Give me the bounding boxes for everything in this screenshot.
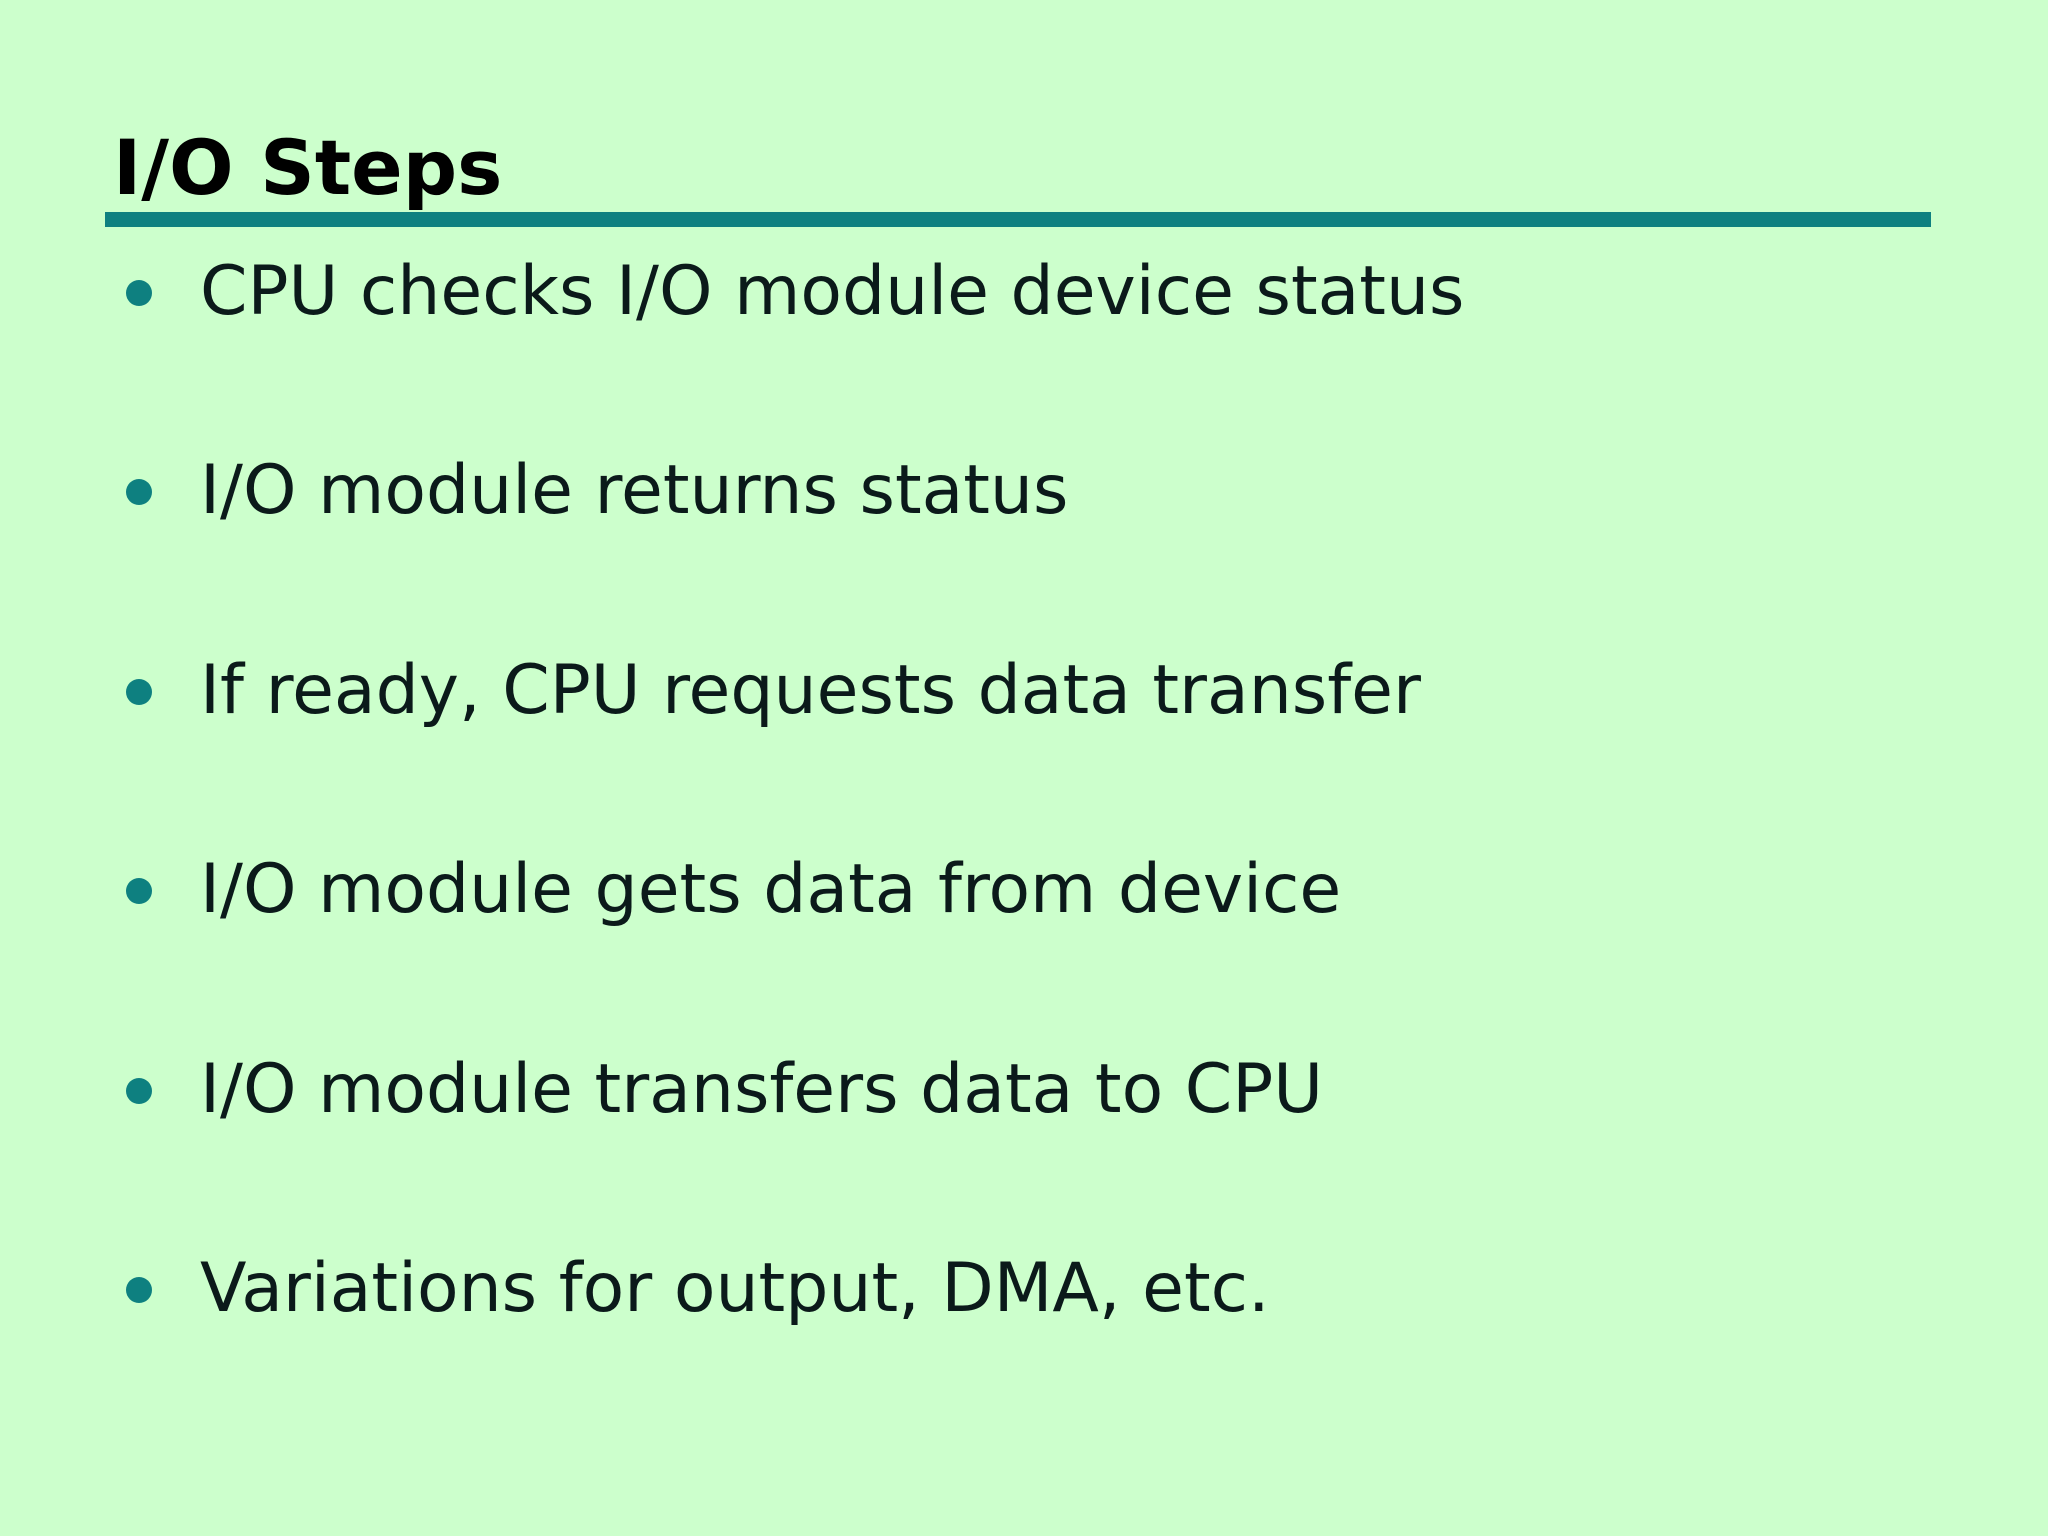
bullet-dot-icon — [126, 479, 152, 505]
bullet-text: I/O module returns status — [200, 451, 1069, 530]
bullet-dot-icon — [126, 1277, 152, 1303]
slide-title: I/O Steps — [113, 123, 503, 212]
bullet-text: CPU checks I/O module device status — [200, 252, 1465, 331]
bullet-dot-icon — [126, 679, 152, 705]
bullet-text: I/O module gets data from device — [200, 850, 1342, 929]
bullet-text: I/O module transfers data to CPU — [200, 1050, 1324, 1129]
bullet-dot-icon — [126, 280, 152, 306]
bullet-dot-icon — [126, 878, 152, 904]
bullet-text: If ready, CPU requests data transfer — [200, 651, 1421, 730]
bullet-dot-icon — [126, 1078, 152, 1104]
title-underline-rule — [105, 212, 1931, 227]
bullet-text: Variations for output, DMA, etc. — [200, 1249, 1270, 1328]
